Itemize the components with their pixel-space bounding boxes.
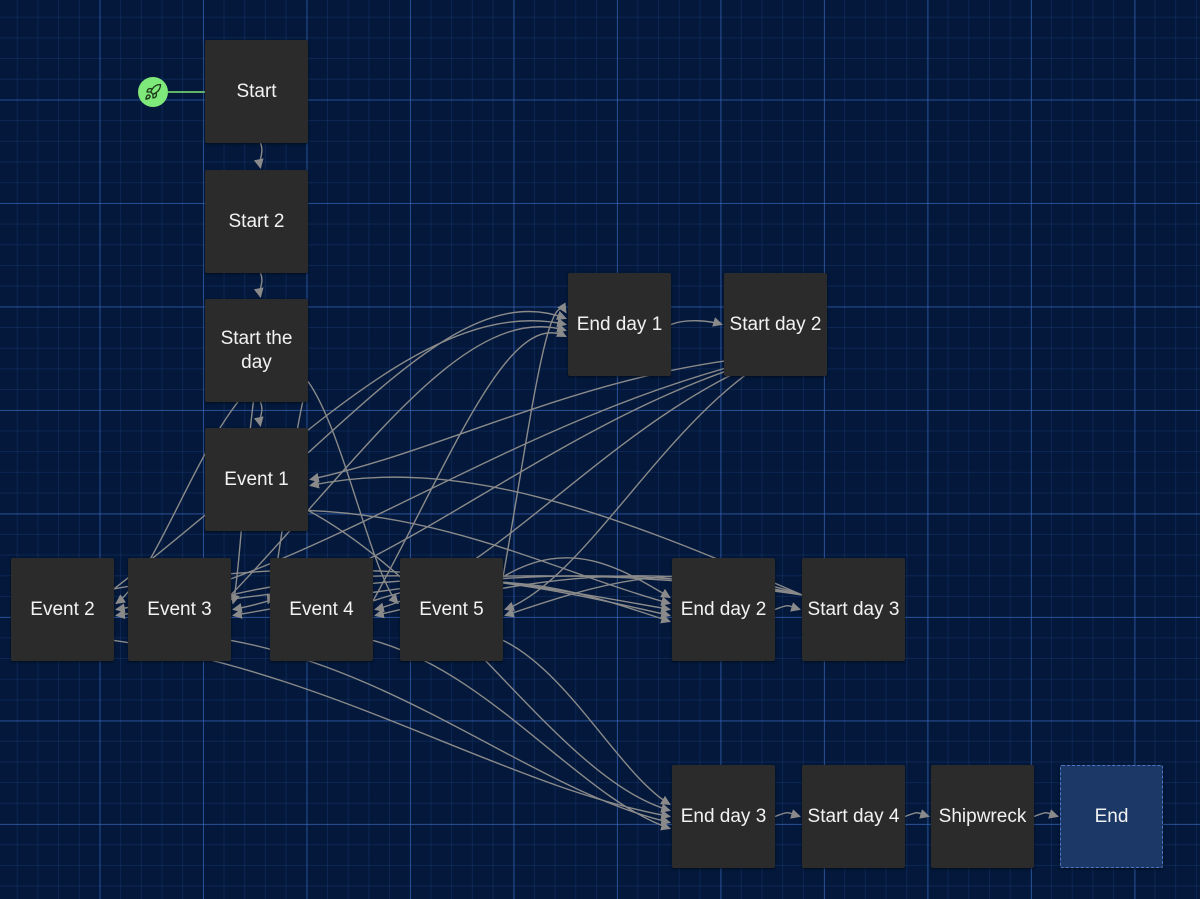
edge-event5-to-end_day1[interactable] — [502, 302, 567, 578]
edge-event2-to-end_day3[interactable] — [113, 639, 671, 820]
edge-start_day2-to-event5[interactable] — [504, 354, 776, 612]
edge-event1-to-end_day1[interactable] — [307, 310, 567, 454]
edge-end_day3-to-start_day4[interactable] — [774, 809, 801, 819]
node-label: End day 2 — [680, 598, 767, 620]
edge-event2-to-end_day1[interactable] — [113, 317, 567, 590]
edge-start_the_day-to-event5[interactable] — [307, 380, 399, 605]
edge-event4-to-end_day3[interactable] — [372, 639, 671, 831]
node-shipwreck[interactable]: Shipwreck — [931, 765, 1034, 868]
edge-event5-to-end_day2[interactable] — [502, 557, 671, 599]
node-event-5[interactable]: Event 5 — [400, 558, 503, 661]
node-end-day-2[interactable]: End day 2 — [672, 558, 775, 661]
node-label: Start day 2 — [729, 313, 822, 335]
node-label: End — [1094, 805, 1129, 827]
edge-event1-to-end_day3[interactable] — [307, 509, 671, 813]
node-end-day-1[interactable]: End day 1 — [568, 273, 671, 376]
edge-event5-to-end_day3[interactable] — [502, 639, 671, 806]
node-label: Start — [236, 80, 277, 102]
node-label: Start day 3 — [807, 598, 900, 620]
node-label: Start 2 — [228, 210, 285, 232]
edge-end_day1-to-start_day2[interactable] — [670, 317, 723, 327]
node-start-2[interactable]: Start 2 — [205, 170, 308, 273]
edge-event4-to-end_day1[interactable] — [372, 328, 567, 602]
node-event-2[interactable]: Event 2 — [11, 558, 114, 661]
node-label: Event 2 — [30, 598, 95, 620]
node-end-day-3[interactable]: End day 3 — [672, 765, 775, 868]
node-event-3[interactable]: Event 3 — [128, 558, 231, 661]
start-marker[interactable] — [138, 77, 168, 107]
edge-start_day4-to-shipwreck[interactable] — [904, 809, 930, 819]
edge-event3-to-end_day1[interactable] — [230, 323, 567, 596]
node-label: Event 4 — [289, 598, 354, 620]
edge-start_the_day-to-event1[interactable] — [253, 401, 264, 427]
edge-start2-to-start_the_day[interactable] — [253, 272, 264, 298]
node-event-1[interactable]: Event 1 — [205, 428, 308, 531]
node-start-day-3[interactable]: Start day 3 — [802, 558, 905, 661]
node-start-the-day[interactable]: Start the day — [205, 299, 308, 402]
node-start-day-2[interactable]: Start day 2 — [724, 273, 827, 376]
node-label: Event 3 — [147, 598, 212, 620]
edge-event3-to-end_day3[interactable] — [230, 639, 671, 826]
node-label: Event 5 — [419, 598, 484, 620]
node-label: Event 1 — [224, 468, 289, 490]
edge-start_day2-to-event1[interactable] — [309, 354, 776, 483]
node-start[interactable]: Start — [205, 40, 308, 143]
edge-end_day2-to-start_day3[interactable] — [774, 602, 801, 612]
node-label: Start day 4 — [807, 805, 900, 827]
edge-start-to-start2[interactable] — [253, 142, 264, 169]
edge-event1-to-end_day2[interactable] — [307, 509, 671, 606]
node-label: End day 3 — [680, 805, 767, 827]
edge-shipwreck-to-end[interactable] — [1033, 809, 1059, 819]
node-label: End day 1 — [576, 313, 663, 335]
node-start-day-4[interactable]: Start day 4 — [802, 765, 905, 868]
node-label: Shipwreck — [938, 805, 1027, 827]
rocket-icon — [145, 83, 162, 100]
node-end[interactable]: End — [1060, 765, 1163, 868]
node-event-4[interactable]: Event 4 — [270, 558, 373, 661]
node-label: Start the day — [220, 327, 293, 373]
